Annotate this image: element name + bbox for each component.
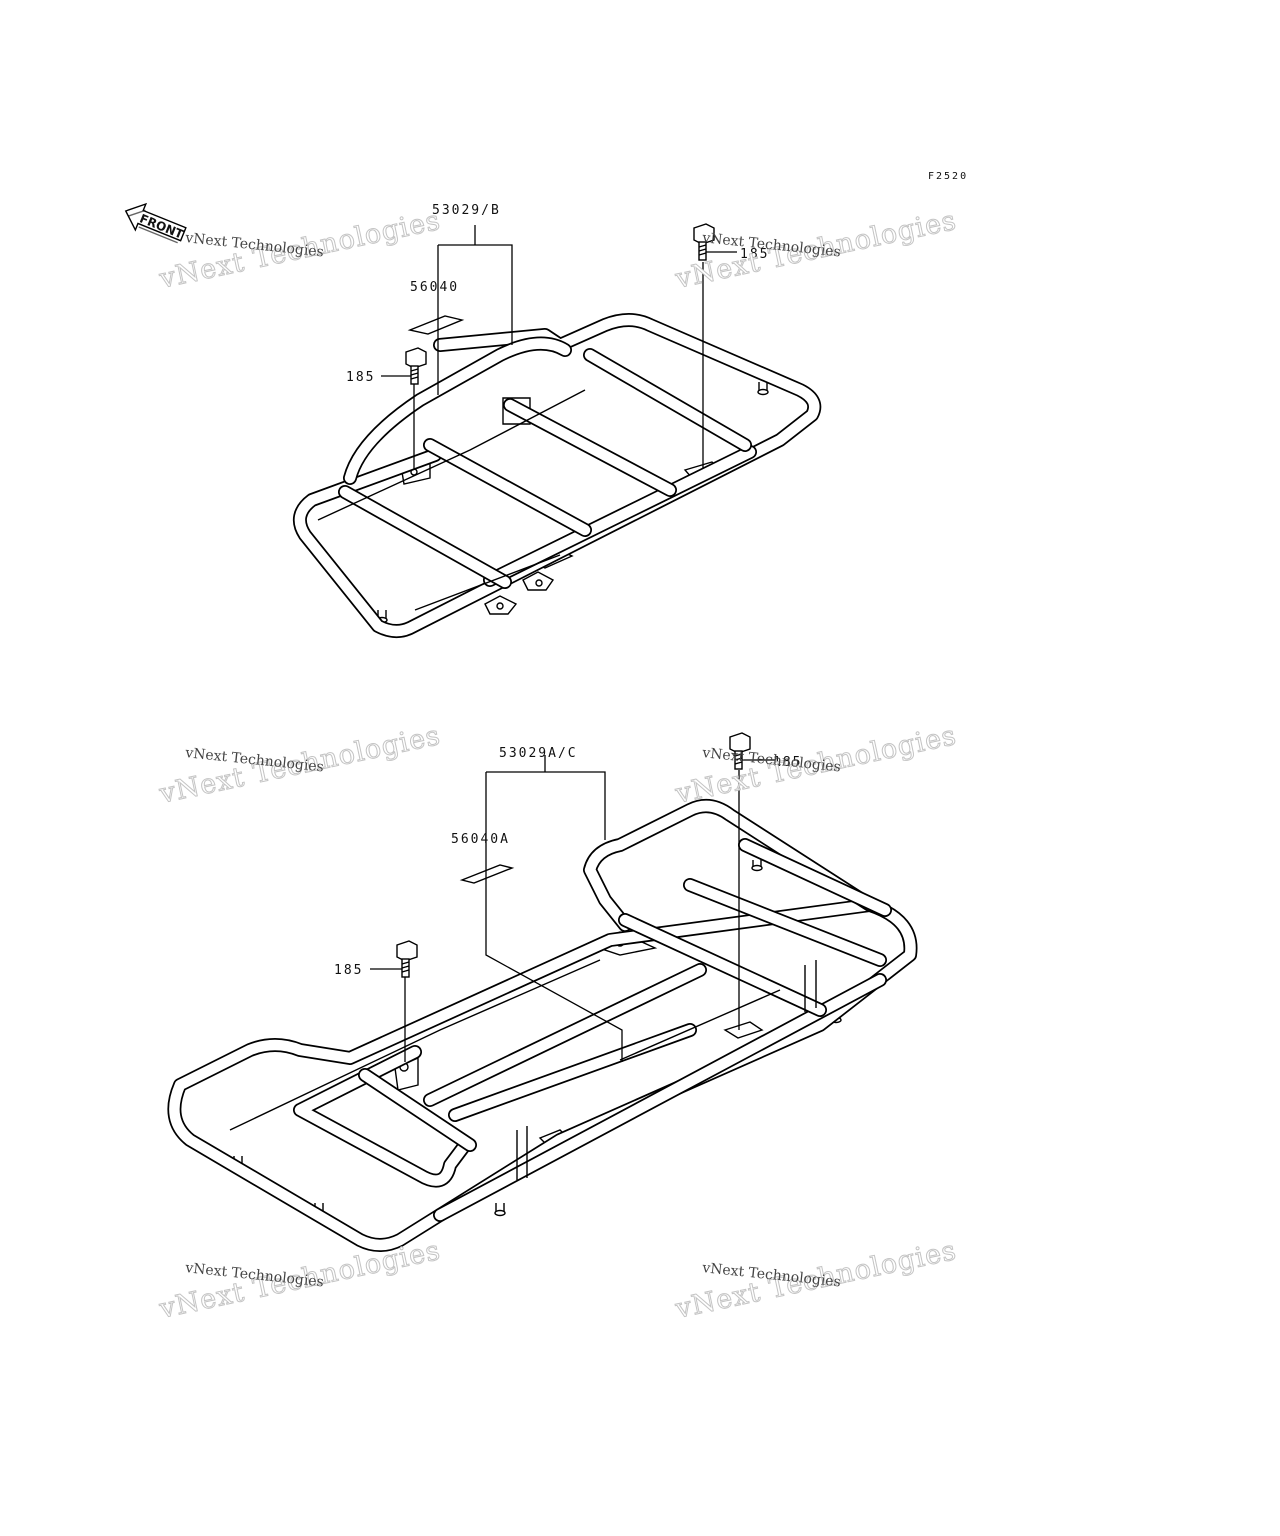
front-arrow-icon: FRONT bbox=[124, 202, 187, 244]
lower-carrier-callout: 53029A/C bbox=[499, 746, 578, 761]
lower-bolt-left-callout: 185 bbox=[334, 963, 363, 978]
upper-bolt-left-icon bbox=[405, 347, 427, 385]
watermark-bottom-right: vNext Technologies vNext Technologies bbox=[672, 1235, 960, 1326]
figure-code: F2520 bbox=[928, 171, 968, 182]
upper-bolt-left-callout: 185 bbox=[346, 370, 375, 385]
upper-label-sticker bbox=[407, 315, 465, 335]
upper-carrier: 53029/B 56040 185 185 bbox=[292, 203, 822, 638]
lower-label-sticker bbox=[459, 864, 515, 884]
upper-label-callout: 56040 bbox=[410, 280, 459, 295]
upper-bolt-right-icon bbox=[693, 223, 715, 261]
watermark-top-right: vNext Technologies vNext Technologies bbox=[672, 205, 960, 296]
upper-bolt-right-callout: 185 bbox=[740, 247, 769, 262]
lower-label-callout: 56040A bbox=[451, 832, 510, 847]
front-label: FRONT bbox=[138, 211, 187, 241]
lower-bolt-right-callout: 185 bbox=[773, 755, 802, 770]
watermark-bottom-left: vNext Technologies vNext Technologies bbox=[156, 1235, 444, 1326]
watermark-top-left: vNext Technologies vNext Technologies bbox=[156, 205, 444, 296]
watermark-middle-left: vNext Technologies vNext Technologies bbox=[156, 720, 444, 811]
upper-carrier-callout: 53029/B bbox=[432, 203, 501, 218]
watermark-middle-right: vNext Technologies vNext Technologies bbox=[672, 720, 960, 811]
lower-carrier: 53029A/C 56040A 185 185 bbox=[167, 732, 918, 1252]
lower-bolt-left-icon bbox=[396, 940, 418, 978]
